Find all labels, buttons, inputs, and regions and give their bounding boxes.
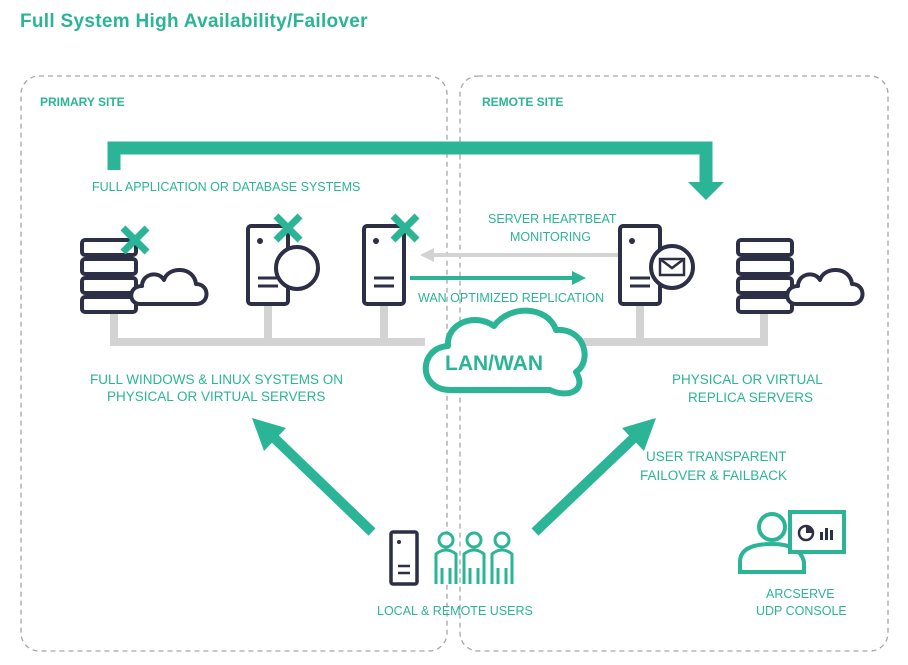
primary-site-box [20, 75, 448, 652]
users-to-primary-arrow [264, 428, 376, 536]
users-to-remote-arrowhead [622, 418, 656, 451]
failover-label-2: FAILOVER & FAILBACK [640, 468, 787, 483]
users-to-remote-arrow [531, 428, 644, 536]
full-system-arrowhead [688, 182, 724, 200]
server-rack-icon [736, 238, 794, 314]
users-icon [434, 531, 514, 586]
full-windows-label-2: PHYSICAL OR VIRTUAL SERVERS [107, 389, 325, 404]
users-to-primary-arrowhead [252, 418, 286, 451]
full-windows-label-1: FULL WINDOWS & LINUX SYSTEMS ON [90, 372, 343, 387]
remote-site-label: REMOTE SITE [482, 95, 563, 109]
replication-label: WAN OPTIMIZED REPLICATION [418, 291, 604, 305]
network-lines [110, 300, 768, 346]
database-icon [274, 245, 320, 291]
heartbeat-label-2: MONITORING [510, 230, 591, 244]
failover-label-1: USER TRANSPARENT [646, 449, 787, 464]
mail-icon [649, 244, 695, 290]
heartbeat-arrowhead [420, 248, 434, 262]
full-app-label: FULL APPLICATION OR DATABASE SYSTEMS [92, 180, 360, 194]
console-icon [738, 510, 846, 574]
cloud-icon [785, 267, 865, 306]
local-server-icon [389, 530, 419, 586]
replication-arrowhead [572, 271, 586, 285]
replica-label-2: REPLICA SERVERS [688, 390, 813, 405]
diagram-title: Full System High Availability/Failover [20, 11, 368, 32]
lan-wan-label: LAN/WAN [445, 352, 543, 375]
users-label: LOCAL & REMOTE USERS [377, 604, 533, 618]
primary-site-label: PRIMARY SITE [40, 95, 125, 109]
full-system-arrow [107, 141, 713, 188]
console-label-1: ARCSERVE [766, 587, 835, 601]
lan-wan-cloud [422, 307, 588, 397]
heartbeat-label-1: SERVER HEARTBEAT [488, 212, 617, 226]
cloud-icon [129, 267, 209, 306]
replica-label-1: PHYSICAL OR VIRTUAL [672, 372, 823, 387]
console-label-2: UDP CONSOLE [756, 604, 847, 618]
